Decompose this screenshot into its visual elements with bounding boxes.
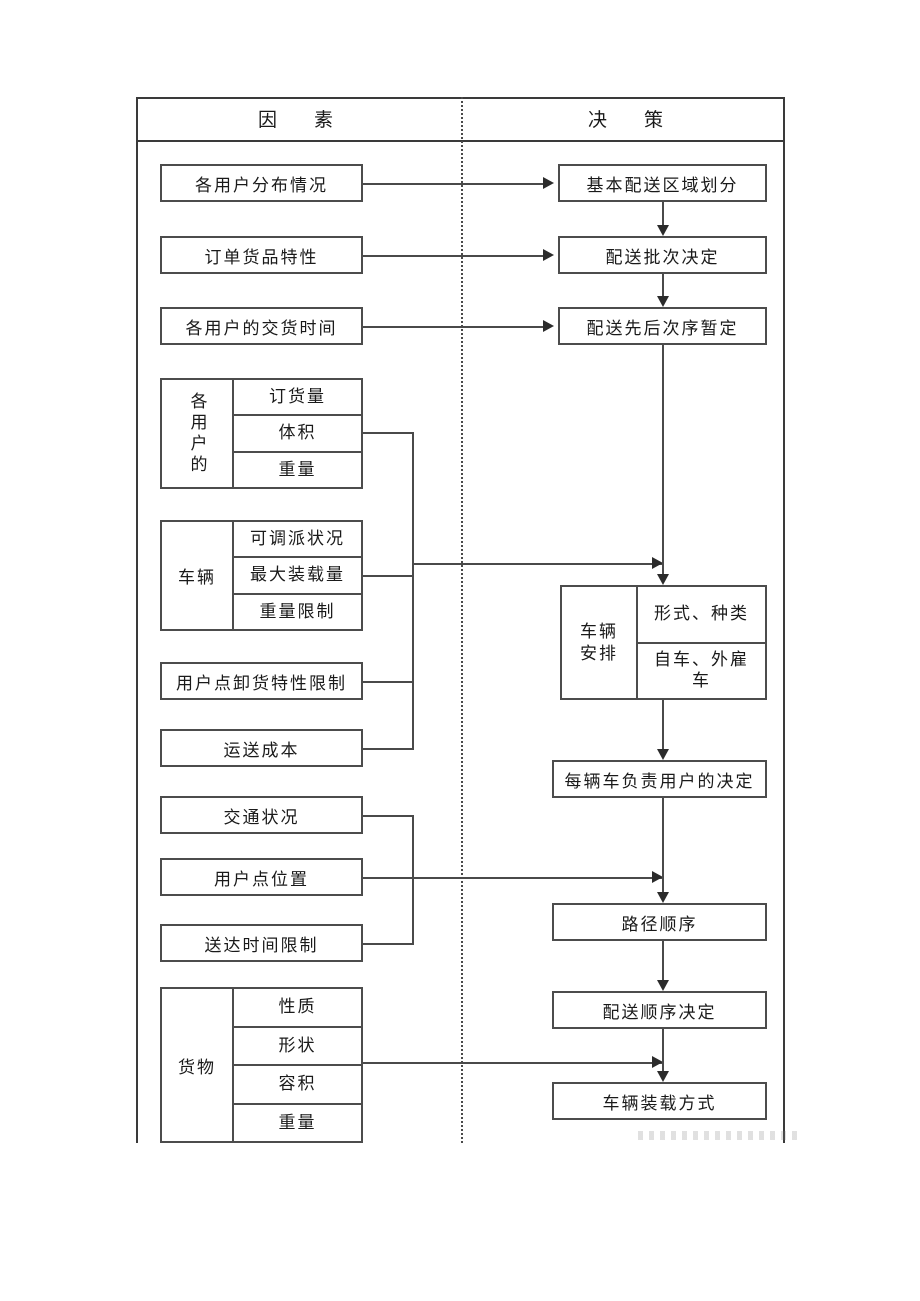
connector-group2-to-spine — [412, 877, 664, 879]
connector-d5-to-d6 — [662, 798, 664, 892]
group-row-own-or-hired[interactable]: 自车、外雇 车 — [654, 650, 749, 690]
connector-d6-to-d7 — [662, 941, 664, 980]
header-separator-rule — [136, 140, 785, 142]
connector-bus-group2 — [412, 815, 414, 943]
group-row-cargo-weight[interactable]: 重量 — [278, 1112, 317, 1132]
scan-artifact — [638, 1131, 798, 1140]
group-row-weight[interactable]: 重量 — [278, 459, 317, 479]
column-header-factors: 因 素 — [257, 110, 342, 131]
factor-node-order-goods-characteristics[interactable]: 订单货品特性 — [160, 236, 363, 274]
group-row-form-and-type[interactable]: 形式、种类 — [638, 587, 765, 644]
column-divider — [461, 97, 463, 1143]
connector-stub-cost — [363, 748, 414, 750]
arrowhead-group1-to-spine — [652, 557, 663, 569]
group-row-volume[interactable]: 体积 — [234, 416, 361, 453]
factor-node-traffic-condition[interactable]: 交通状况 — [160, 796, 363, 834]
arrowhead-d1-to-d2 — [657, 225, 669, 236]
group-row-shape[interactable]: 形状 — [234, 1028, 361, 1066]
factor-node-transport-cost[interactable]: 运送成本 — [160, 729, 363, 767]
connector-stub-unloading — [363, 681, 414, 683]
factor-group-cargo-rows: 性质 形状 容积 重量 — [234, 989, 361, 1141]
decision-group-vehicle-arrangement-label: 车辆 安排 — [562, 587, 638, 698]
factor-group-each-user-label: 各用户的 — [162, 380, 234, 487]
arrowhead-d2-to-d3 — [657, 296, 669, 307]
arrowhead-f1-to-d1 — [543, 177, 554, 189]
decision-node-basic-zone-division[interactable]: 基本配送区域划分 — [558, 164, 767, 202]
factor-group-each-user[interactable]: 各用户的 订货量 体积 重量 — [160, 378, 363, 489]
connector-stub-traffic — [363, 815, 414, 817]
factor-node-delivery-time[interactable]: 各用户的交货时间 — [160, 307, 363, 345]
decision-node-tentative-sequence[interactable]: 配送先后次序暂定 — [558, 307, 767, 345]
factor-node-customer-location[interactable]: 用户点位置 — [160, 858, 363, 896]
arrowhead-cargo-to-spine — [652, 1056, 663, 1068]
connector-stub-vehicle — [363, 575, 414, 577]
connector-bus-group1 — [412, 432, 414, 750]
factor-group-cargo[interactable]: 货物 性质 形状 容积 重量 — [160, 987, 363, 1143]
factor-group-vehicle-rows: 可调派状况 最大装载量 重量限制 — [234, 522, 361, 629]
arrowhead-d3-to-vehicle-arrangement — [657, 574, 669, 585]
arrowhead-f3-to-d3 — [543, 320, 554, 332]
factor-node-arrival-time-limit[interactable]: 送达时间限制 — [160, 924, 363, 962]
connector-d2-to-d3 — [662, 274, 664, 296]
decision-node-batch-decision[interactable]: 配送批次决定 — [558, 236, 767, 274]
column-header-decisions: 决 策 — [587, 110, 672, 131]
group-row-weight-limit[interactable]: 重量限制 — [259, 601, 336, 621]
factor-group-vehicle[interactable]: 车辆 可调派状况 最大装载量 重量限制 — [160, 520, 363, 631]
arrowhead-f2-to-d2 — [543, 249, 554, 261]
connector-f3-to-d3 — [363, 326, 543, 328]
group-row-dispatch-availability[interactable]: 可调派状况 — [234, 522, 361, 559]
connector-d7-to-d8 — [662, 1029, 664, 1071]
group-row-max-load[interactable]: 最大装载量 — [234, 558, 361, 595]
arrowhead-d7-to-d8 — [657, 1071, 669, 1082]
connector-cargo-to-spine — [363, 1062, 664, 1064]
factor-node-user-distribution[interactable]: 各用户分布情况 — [160, 164, 363, 202]
factor-group-vehicle-label: 车辆 — [162, 522, 234, 629]
connector-stub-each-user — [363, 432, 414, 434]
connector-stub-arrival-time — [363, 943, 414, 945]
connector-vehicle-arrangement-to-d5 — [662, 700, 664, 749]
decision-node-route-sequence[interactable]: 路径顺序 — [552, 903, 767, 941]
connector-d1-to-d2 — [662, 202, 664, 225]
factor-group-each-user-rows: 订货量 体积 重量 — [234, 380, 361, 487]
arrowhead-d5-to-d6 — [657, 892, 669, 903]
decision-node-vehicle-loading-method[interactable]: 车辆装载方式 — [552, 1082, 767, 1120]
connector-stub-location — [363, 877, 414, 879]
decision-node-delivery-order[interactable]: 配送顺序决定 — [552, 991, 767, 1029]
decision-node-per-vehicle-customers[interactable]: 每辆车负责用户的决定 — [552, 760, 767, 798]
connector-f2-to-d2 — [363, 255, 543, 257]
arrowhead-d6-to-d7 — [657, 980, 669, 991]
connector-group1-to-spine — [412, 563, 664, 565]
decision-group-vehicle-arrangement-rows: 形式、种类 自车、外雇 车 — [638, 587, 765, 698]
factor-group-cargo-label: 货物 — [162, 989, 234, 1141]
connector-f1-to-d1 — [363, 183, 543, 185]
arrowhead-vehicle-arrangement-to-d5 — [657, 749, 669, 760]
group-row-nature[interactable]: 性质 — [234, 989, 361, 1028]
connector-d3-to-vehicle-arrangement — [662, 345, 664, 574]
arrowhead-group2-to-spine — [652, 871, 663, 883]
decision-group-vehicle-arrangement[interactable]: 车辆 安排 形式、种类 自车、外雇 车 — [560, 585, 767, 700]
group-row-capacity[interactable]: 容积 — [234, 1066, 361, 1105]
factor-node-unloading-constraints[interactable]: 用户点卸货特性限制 — [160, 662, 363, 700]
group-row-order-quantity[interactable]: 订货量 — [234, 380, 361, 417]
